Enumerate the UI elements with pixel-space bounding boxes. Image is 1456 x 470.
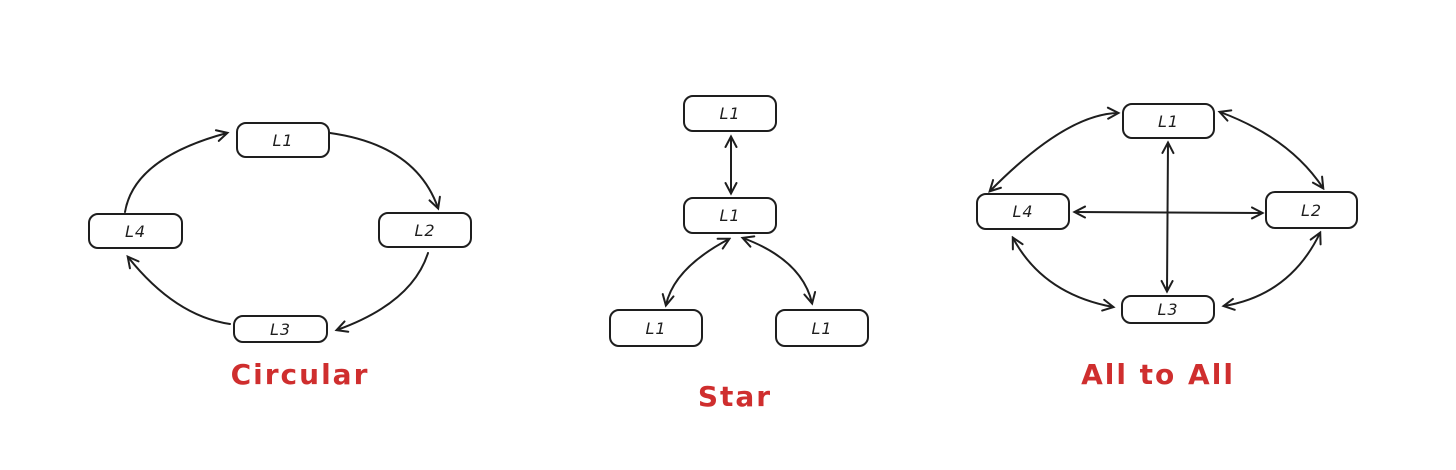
edge-center-bottom-left [666, 239, 729, 305]
node-label: L1 [645, 318, 667, 338]
node-alltoall-l2: L2 [1265, 191, 1358, 229]
node-star-top: L1 [683, 95, 777, 132]
node-label: L3 [269, 319, 292, 339]
edge-l1-l3 [1167, 143, 1168, 291]
caption-star: Star [697, 380, 773, 413]
diagram-star: L1 L1 L1 L1 Star [560, 80, 940, 430]
node-label: L2 [1300, 200, 1323, 220]
edge-l4-l3 [1013, 238, 1113, 307]
node-star-center: L1 [683, 197, 777, 234]
edge-l2-l3 [1224, 233, 1320, 306]
node-circular-l2: L2 [378, 212, 472, 248]
all-to-all-arrows-layer [950, 80, 1410, 410]
circular-arrows-layer [124, 90, 490, 420]
edge-l3-l4 [128, 257, 231, 325]
node-label: L1 [719, 104, 741, 123]
node-star-bottom-left: L1 [609, 309, 703, 347]
node-label: L1 [1157, 111, 1180, 131]
caption-circular: Circular [230, 358, 370, 391]
node-circular-l1: L1 [236, 122, 330, 158]
edge-center-bottom-right [743, 238, 812, 303]
node-label: L1 [719, 206, 741, 225]
node-star-bottom-right: L1 [775, 309, 869, 347]
node-alltoall-l3: L3 [1121, 295, 1215, 324]
diagram-circular: L1 L2 L3 L4 Circular [60, 90, 490, 420]
node-circular-l3: L3 [233, 315, 328, 343]
caption-all-to-all: All to All [1081, 358, 1235, 391]
node-alltoall-l4: L4 [976, 193, 1070, 230]
edge-l1-l2 [329, 132, 438, 208]
edge-l4-l1 [990, 113, 1118, 191]
star-arrows-layer [560, 80, 940, 430]
diagram-all-to-all: L1 L2 L3 L4 All to All [950, 80, 1410, 410]
node-circular-l4: L4 [88, 213, 183, 249]
node-label: L2 [414, 220, 436, 240]
edge-l1-l2 [1220, 112, 1323, 188]
node-label: L1 [811, 318, 833, 338]
node-label: L3 [1157, 300, 1179, 319]
edge-l4-l1 [124, 133, 227, 213]
node-label: L1 [272, 130, 294, 150]
node-label: L4 [124, 221, 147, 241]
node-label: L4 [1012, 202, 1034, 221]
node-alltoall-l1: L1 [1122, 103, 1215, 139]
edge-l2-l3 [337, 252, 429, 330]
